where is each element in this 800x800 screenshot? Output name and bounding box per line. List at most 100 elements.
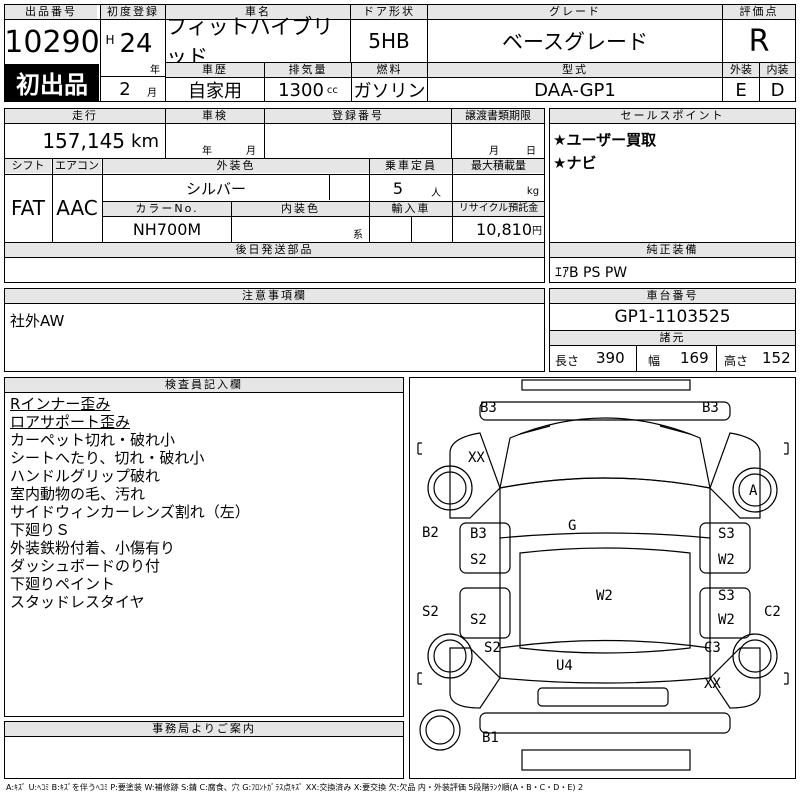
- note-line: ダッシュボードのり付: [10, 557, 161, 575]
- car-name: フィットハイブリッド: [166, 15, 334, 69]
- width-value: 169: [680, 349, 709, 367]
- fuel-label: 燃料: [352, 63, 427, 77]
- damage-mark: S2: [470, 552, 487, 568]
- note-line: 室内動物の毛、汚れ: [10, 485, 146, 503]
- first-listing-badge: 初出品: [5, 64, 99, 101]
- mileage-value: 157,145 km: [5, 124, 165, 158]
- parts-label: 後日発送部品: [5, 243, 544, 257]
- import-label: 輸入車: [370, 202, 452, 216]
- damage-mark: B2: [422, 525, 439, 541]
- ac-label: エアコン: [53, 159, 101, 173]
- equip-label: 純正装備: [550, 243, 795, 257]
- color-label: 外装色: [103, 159, 369, 173]
- year-suffix: 年: [150, 64, 160, 76]
- sales-point: ★ナビ: [553, 154, 597, 172]
- damage-mark: W2: [718, 552, 735, 568]
- mileage-number: 157,145: [42, 129, 126, 153]
- length-label: 長さ: [555, 354, 580, 368]
- load-label: 最大積載量: [453, 159, 544, 173]
- note-line: シートへたり、切れ・破れ小: [10, 449, 205, 467]
- score-label: 評価点: [723, 5, 795, 19]
- damage-mark: B3: [480, 400, 497, 416]
- office-section: [4, 721, 404, 779]
- recycle-value: 10,810 円: [453, 217, 544, 241]
- note-line: ロアサポート歪み: [10, 413, 131, 431]
- note-line: 下廻りＳ: [10, 521, 71, 539]
- equip-value: ｴｱB PS PW: [555, 265, 628, 281]
- sales-section: [549, 108, 796, 283]
- notice-section: [4, 288, 545, 372]
- recycle-unit: 円: [532, 225, 542, 237]
- disp-unit: cc: [326, 84, 338, 96]
- office-label: 事務局よりご案内: [5, 722, 403, 736]
- damage-mark: W2: [718, 612, 735, 628]
- damage-mark: S3: [718, 588, 735, 604]
- model-label: 型式: [428, 63, 722, 77]
- load-unit: kg: [526, 185, 540, 197]
- note-line: ハンドルグリップ破れ: [10, 467, 161, 485]
- damage-mark: B3: [470, 526, 487, 542]
- transfer-month: 月: [489, 145, 499, 157]
- recycle-label: リサイクル預託金: [453, 202, 544, 216]
- name-label: 車名: [166, 5, 350, 19]
- damage-mark: S2: [422, 604, 439, 620]
- mileage-unit: km: [131, 130, 159, 152]
- month-suffix: 月: [147, 87, 157, 99]
- lot-number: 10290: [4, 24, 100, 60]
- inspector-section: [4, 377, 404, 717]
- damage-mark: C2: [764, 604, 781, 620]
- grade-label: グレード: [428, 5, 722, 19]
- notice-label: 注意事項欄: [5, 289, 544, 303]
- note-line: Rインナー歪み: [10, 395, 111, 413]
- reg-year: 24: [119, 29, 153, 59]
- insp-year: 年: [202, 145, 212, 157]
- note-line: カーペット切れ・破れ小: [10, 431, 176, 449]
- colorno-label: カラーNo.: [103, 202, 231, 216]
- height-label: 高さ: [724, 354, 749, 368]
- intcolor-unit: 系: [353, 229, 363, 241]
- history-label: 車歴: [166, 63, 264, 77]
- insp-month: 月: [246, 145, 256, 157]
- door-label: ドア形状: [351, 5, 427, 19]
- damage-mark: C3: [704, 640, 721, 656]
- damage-mark: B1: [482, 730, 499, 746]
- fuel-value: ガソリン: [353, 81, 426, 102]
- chassis-number: GP1-1103525: [614, 307, 731, 327]
- ext-label: 外装: [723, 63, 759, 77]
- damage-mark: S3: [718, 526, 735, 542]
- shift-value: FAT: [10, 196, 45, 220]
- era: H: [105, 33, 115, 47]
- inspector-notes: Rインナー歪み ロアサポート歪み カーペット切れ・破れ小 シートへたり、切れ・破…: [10, 395, 250, 611]
- recycle-number: 10,810: [476, 219, 532, 239]
- intcolor-label: 内装色: [232, 202, 369, 216]
- length-value: 390: [596, 349, 625, 367]
- ext-value: E: [735, 79, 747, 101]
- capacity-value: 5: [392, 178, 404, 198]
- spec-section: [4, 108, 545, 283]
- disp-label: 排気量: [265, 63, 351, 77]
- note-line: スタッドレスタイヤ: [10, 593, 145, 611]
- damage-mark: S2: [470, 612, 487, 628]
- inspection-label: 車検: [166, 109, 264, 123]
- score-value: R: [748, 23, 770, 59]
- lot-label: 出品番号: [5, 5, 97, 19]
- first-reg-label: 初度登録: [101, 5, 165, 19]
- car-outline: [417, 379, 789, 771]
- shift-label: シフト: [5, 159, 51, 173]
- int-value: D: [770, 79, 785, 101]
- transfer-day: 日: [526, 145, 536, 157]
- damage-mark: U4: [556, 658, 573, 674]
- door-type: 5HB: [368, 29, 410, 53]
- legend-text: A:ｷｽﾞ U:ﾍｺﾐ B:ｷｽﾞを伴うﾍｺﾐ P:要塗装 W:補修跡 S:錆 …: [6, 783, 584, 792]
- note-line: サイドウィンカーレンズ割れ（左）: [10, 503, 250, 521]
- damage-diagram: B3 B3 XX A G B2 B3 S2 S3 W2 W2 S2 S2 S3 …: [409, 377, 796, 779]
- capacity-label: 乗車定員: [370, 159, 452, 173]
- ac-value: AAC: [56, 196, 98, 220]
- damage-mark: S2: [484, 640, 501, 656]
- top-section: [4, 4, 796, 102]
- dims-label: 諸元: [550, 331, 795, 345]
- note-line: 外装鉄粉付着、小傷有り: [10, 539, 176, 557]
- damage-mark: XX: [704, 676, 721, 692]
- height-value: 152: [762, 349, 791, 367]
